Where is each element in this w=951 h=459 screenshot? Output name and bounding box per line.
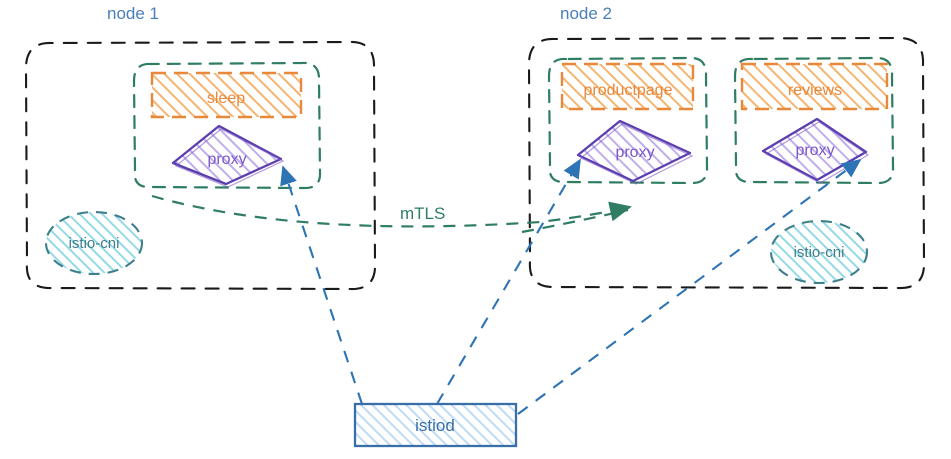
node-title-node2: node 2 (560, 4, 612, 23)
node-group-node2: productpage proxy reviews (527, 4, 926, 290)
istiod-label: istiod (415, 416, 455, 435)
pod-reviews-boundary (733, 56, 895, 185)
proxy-shape-productpage: proxy (576, 119, 694, 185)
edge-label-mtls: mTLS (400, 204, 445, 223)
edge-istiod-to-proxy-sleep (280, 165, 363, 405)
proxy-label-reviews: proxy (795, 142, 834, 159)
pod-productpage: productpage proxy (547, 56, 709, 185)
proxy-shape-reviews: proxy (761, 117, 870, 184)
app-box-sleep: sleep (150, 71, 303, 119)
istiod-box: istiod (353, 402, 518, 448)
edge-mtls: mTLS (151, 194, 632, 234)
pod-sleep-boundary (132, 61, 322, 190)
proxy-label-productpage: proxy (615, 144, 654, 161)
app-label-sleep: sleep (207, 90, 245, 107)
cni-label-node1: istio-cni (69, 235, 120, 252)
app-box-productpage: productpage (560, 62, 695, 111)
edge-mtls-path (151, 194, 632, 228)
edge-istiod-to-proxy-reviews (517, 158, 862, 415)
app-label-productpage: productpage (584, 82, 673, 99)
node-group-node1: sleep proxy istio-cni node 1 (24, 4, 377, 291)
pod-reviews: reviews proxy (733, 56, 895, 185)
app-box-reviews: reviews (740, 62, 889, 111)
cni-node2: istio-cni (769, 219, 869, 285)
edge-istiod-to-proxy-productpage (436, 158, 581, 405)
node-title-node1: node 1 (107, 4, 159, 23)
app-label-reviews: reviews (788, 82, 842, 99)
edge-mtls-path-lower (521, 208, 629, 234)
node2-boundary (527, 36, 926, 290)
pod-sleep: sleep proxy (132, 61, 322, 190)
node1-boundary (24, 40, 377, 291)
pod-productpage-boundary (547, 56, 709, 185)
proxy-label-sleep: proxy (207, 151, 246, 168)
proxy-shape-sleep: proxy (171, 124, 285, 188)
cni-node1: istio-cni (44, 210, 144, 276)
cni-label-node2: istio-cni (794, 244, 845, 261)
edges-control-plane (280, 158, 862, 415)
